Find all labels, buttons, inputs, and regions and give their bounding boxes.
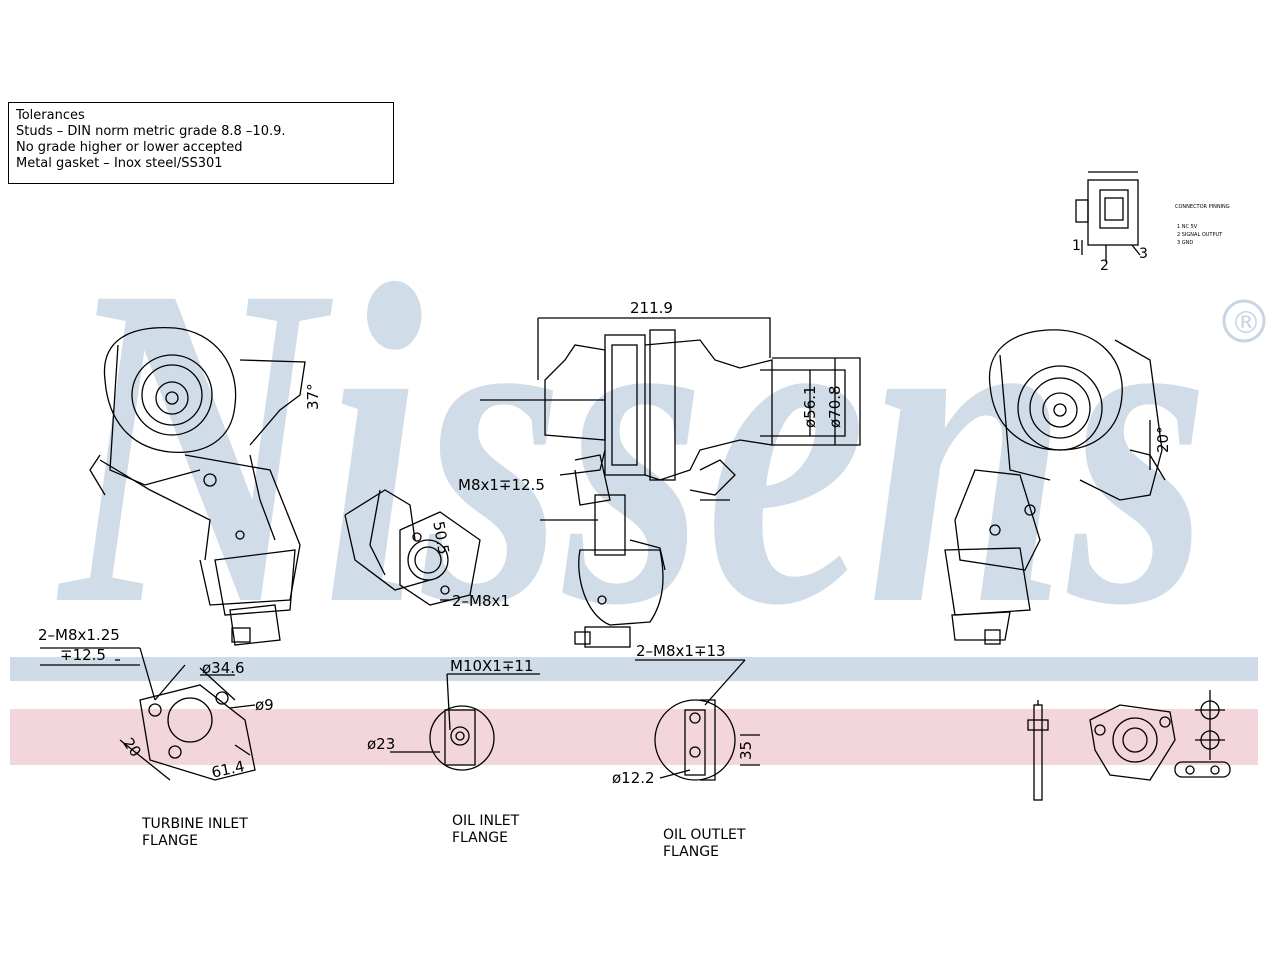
dim-turbine-thread: 2–M8x1.25 xyxy=(38,626,120,644)
dim-dia-outlet-flange: ø70.8 xyxy=(826,385,844,428)
turbo-top-view xyxy=(480,317,861,648)
dimension-lines xyxy=(809,358,1151,470)
dim-oil-outlet-dia: ø12.2 xyxy=(612,769,655,787)
dim-turbine-depth: ∓12.5 xyxy=(60,646,106,664)
dim-width-top: 211.9 xyxy=(630,299,673,317)
caption-oil-inlet: OIL INLET FLANGE xyxy=(452,813,520,846)
svg-text:®: ® xyxy=(1231,306,1261,341)
connector-legend-row-3: 3 GND xyxy=(1177,240,1194,246)
dim-turbine-dia: ø34.6 xyxy=(202,659,245,677)
registered-mark: ® xyxy=(1222,299,1266,343)
turbo-side-flange-view xyxy=(344,489,481,606)
tolerances-line-gasket: Metal gasket – Inox steel/SS301 xyxy=(16,156,223,171)
watermark-band-pink xyxy=(10,709,1258,765)
dim-oil-outlet-length: 35 xyxy=(737,740,755,760)
dim-studs-side: 2–M8x1 xyxy=(452,592,510,610)
tolerances-note: Tolerances Studs – DIN norm metric grade… xyxy=(8,102,394,184)
caption-oil-outlet: OIL OUTLET FLANGE xyxy=(663,827,746,860)
dim-oil-inlet-dia: ø23 xyxy=(367,735,396,753)
caption-turbine-inlet: TURBINE INLET FLANGE xyxy=(142,816,248,849)
dim-oil-outlet-thread: 2–M8x1∓13 xyxy=(636,642,726,660)
connector-legend-title: CONNECTOR PINNING xyxy=(1175,204,1230,210)
tolerances-line-studs: Studs – DIN norm metric grade 8.8 –10.9. xyxy=(16,124,286,139)
connector-drawing xyxy=(1075,171,1141,262)
turbo-right-view xyxy=(944,329,1166,645)
connector-pin-2: 2 xyxy=(1100,258,1109,274)
connector-pin-3: 3 xyxy=(1139,246,1148,262)
dim-angle-left: 37° xyxy=(304,383,322,410)
oil-outlet-flange xyxy=(635,659,760,781)
connector-pin-1: 1 xyxy=(1072,238,1081,254)
turbine-inlet-flange xyxy=(40,647,256,781)
dim-angle-right: 20° xyxy=(1154,426,1172,453)
tolerances-line-grade: No grade higher or lower accepted xyxy=(16,140,243,155)
watermark-band-blue xyxy=(10,657,1258,681)
dim-thread-actuator: M8x1∓12.5 xyxy=(458,476,545,494)
dim-oil-inlet-thread: M10X1∓11 xyxy=(450,657,534,675)
connector-legend-row-2: 2 SIGNAL OUTPUT xyxy=(1177,232,1223,238)
oil-inlet-flange xyxy=(390,673,540,771)
turbo-left-view xyxy=(89,326,306,646)
stud-and-gasket xyxy=(1027,690,1231,801)
watermark-logo: Nissens xyxy=(54,190,1210,700)
dim-dia-outlet: ø56.1 xyxy=(801,385,819,428)
tolerances-title: Tolerances xyxy=(16,108,85,123)
dim-turbine-hole: ø9 xyxy=(255,696,274,714)
connector-legend-row-1: 1 NC 5V xyxy=(1177,224,1198,230)
